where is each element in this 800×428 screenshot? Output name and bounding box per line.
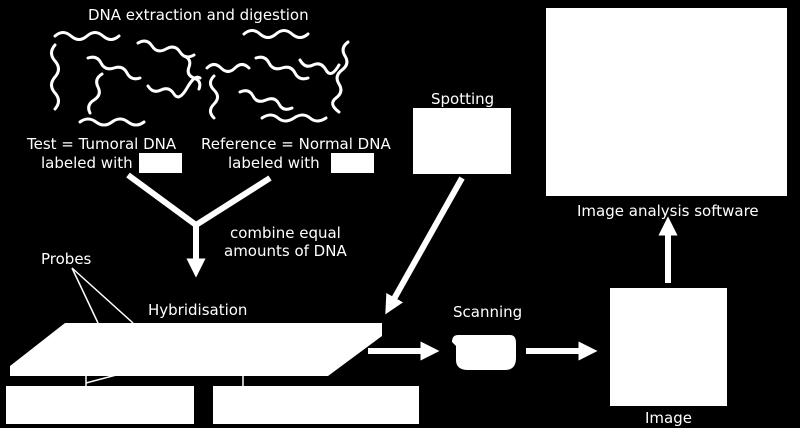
dna-fragment xyxy=(298,58,341,75)
dna-fragment xyxy=(209,74,219,120)
test-sublabel: labeled with xyxy=(41,154,133,172)
dna-fragment xyxy=(242,29,310,39)
reference-dye-box xyxy=(331,153,374,173)
combine-label-1: combine equal xyxy=(230,224,341,242)
probe-pointers xyxy=(71,267,244,386)
test-dye-box xyxy=(139,153,182,173)
dna-fragment xyxy=(87,72,104,115)
scanning-label: Scanning xyxy=(453,303,523,321)
dna-fragment xyxy=(50,43,60,111)
probe-box-right xyxy=(213,386,419,424)
dna-fragment xyxy=(182,54,202,91)
probes-label: Probes xyxy=(41,250,92,268)
scanner-icon xyxy=(452,335,516,370)
merge-line-left xyxy=(126,172,198,228)
hybridisation-slide xyxy=(10,323,382,376)
dna-fragment xyxy=(260,113,328,123)
probe-box-left xyxy=(6,386,194,424)
combine-label-2: amounts of DNA xyxy=(224,242,347,260)
dna-fragment xyxy=(78,117,146,127)
merge-line-right xyxy=(194,175,272,228)
spotting-box xyxy=(413,108,511,174)
dna-fragments-test xyxy=(50,31,202,127)
diagram-title: DNA extraction and digestion xyxy=(88,6,309,24)
dna-fragment xyxy=(86,55,142,81)
test-label: Test = Tumoral DNA xyxy=(27,135,177,153)
software-screen xyxy=(546,8,787,196)
dna-fragment xyxy=(205,63,251,73)
image-label: Image xyxy=(645,409,692,427)
spotting-label: Spotting xyxy=(431,90,495,108)
dna-fragments-reference xyxy=(205,29,350,123)
dna-fragment xyxy=(146,75,202,99)
reference-label: Reference = Normal DNA xyxy=(201,135,391,153)
scanned-image xyxy=(610,288,727,406)
hybridisation-label: Hybridisation xyxy=(148,301,248,319)
dna-fragment xyxy=(331,40,350,114)
dna-fragment xyxy=(254,55,310,81)
spotting-arrow xyxy=(385,176,465,315)
dna-fragment xyxy=(238,89,294,111)
dna-fragment xyxy=(53,31,121,41)
reference-sublabel: labeled with xyxy=(228,154,320,172)
merge-arrow xyxy=(126,172,272,278)
software-label: Image analysis software xyxy=(577,202,759,220)
dna-fragment xyxy=(136,39,196,59)
